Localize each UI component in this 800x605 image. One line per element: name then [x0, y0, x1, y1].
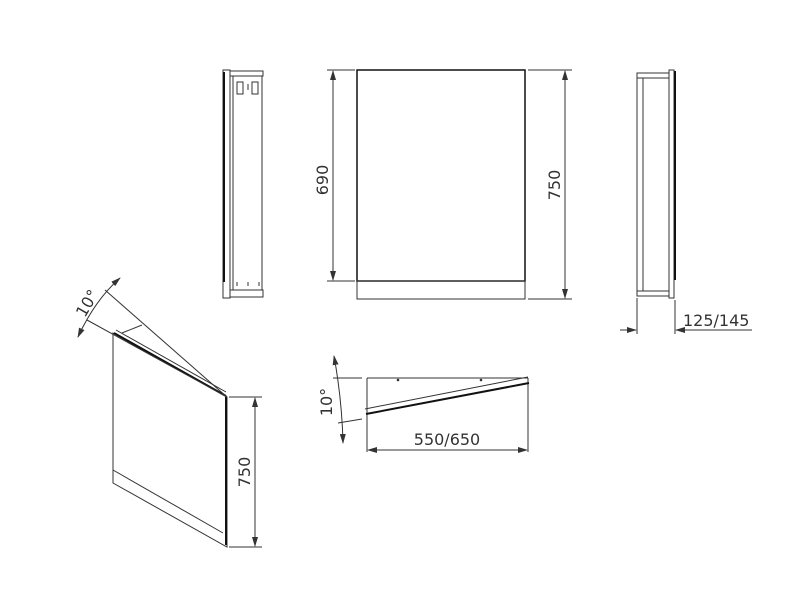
perspective-view: 10° 750 [72, 277, 262, 548]
dimension-width-label: 550/650 [414, 430, 480, 449]
top-view: 10° 550/650 [317, 355, 530, 453]
perspective-height-label: 750 [235, 457, 254, 488]
right-side-view: 125/145 [620, 69, 752, 334]
dimension-690-label: 690 [313, 165, 332, 196]
dimension-750-label: 750 [545, 170, 564, 201]
dimension-depth-label: 125/145 [683, 311, 749, 330]
front-view: 690 750 [313, 69, 572, 300]
hinge-icon [236, 81, 259, 95]
left-side-view [222, 69, 264, 299]
top-angle-10-label: 10° [317, 388, 336, 416]
angle-10-label: 10° [72, 286, 103, 320]
